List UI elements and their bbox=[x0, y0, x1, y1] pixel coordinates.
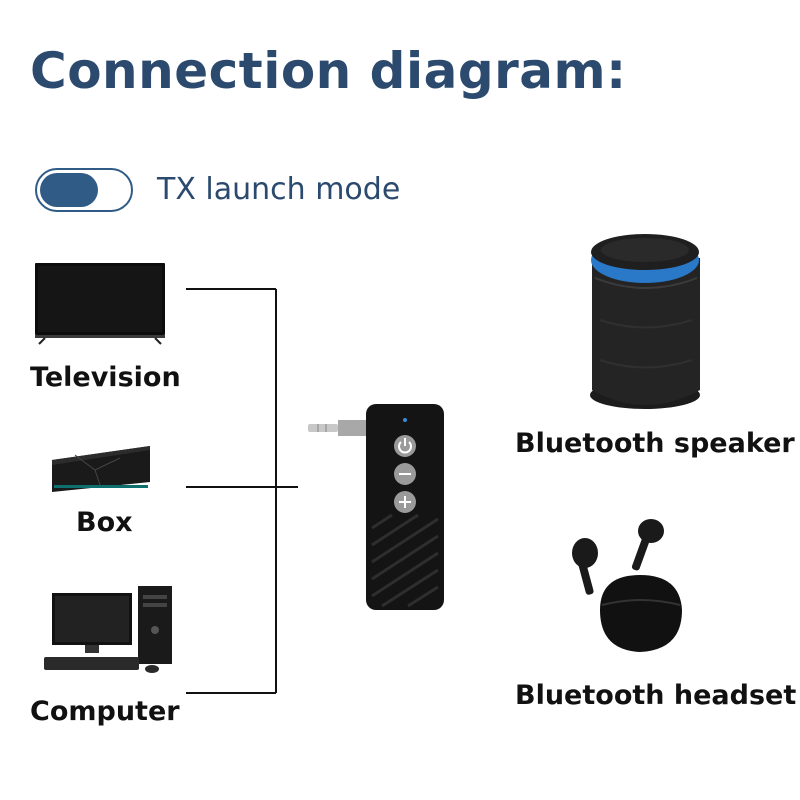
tx-mode-label: TX launch mode bbox=[157, 172, 401, 207]
target-label-speaker: Bluetooth speaker bbox=[515, 428, 795, 459]
tx-mode-toggle[interactable] bbox=[35, 168, 133, 212]
source-label-computer: Computer bbox=[30, 696, 180, 727]
toggle-knob bbox=[40, 173, 98, 207]
source-label-box: Box bbox=[76, 507, 133, 538]
source-label-television: Television bbox=[30, 362, 181, 393]
target-label-headset: Bluetooth headset bbox=[515, 680, 797, 711]
page-title: Connection diagram: bbox=[30, 42, 627, 100]
